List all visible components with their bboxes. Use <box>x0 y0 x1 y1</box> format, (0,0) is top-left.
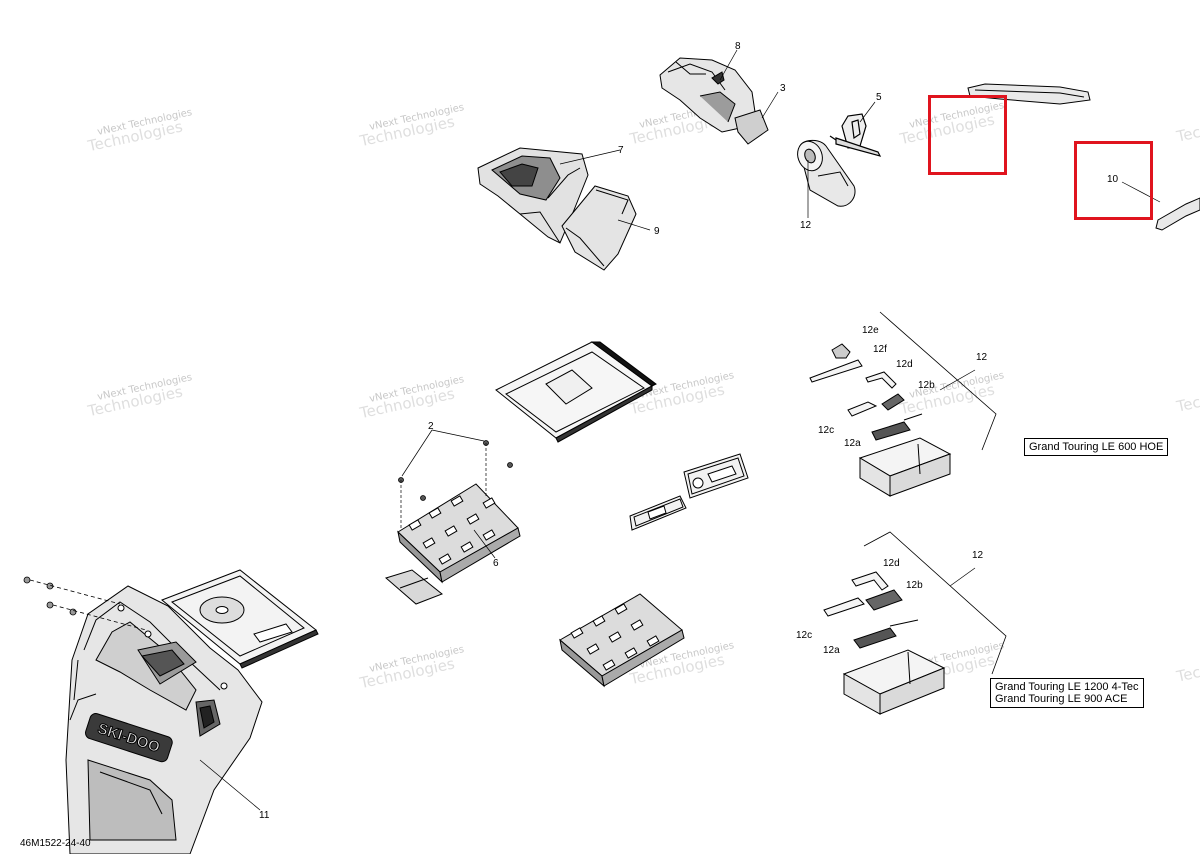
watermark: vNext Technologies Technologies <box>85 107 193 155</box>
footrest-lower[interactable] <box>559 593 685 688</box>
callout-12a-kit1: 12a <box>844 438 861 449</box>
callout-12: 12 <box>800 220 812 231</box>
nose-fasteners[interactable] <box>23 576 147 631</box>
watermark: Technologies <box>1174 648 1200 686</box>
part-12-tool-roll[interactable] <box>794 138 856 207</box>
watermark: Technologies <box>1174 378 1200 416</box>
diagram-reference-code: 46M1522-24-40 <box>20 838 91 849</box>
svg-text:Technologies: Technologies <box>1174 648 1200 686</box>
watermark: vNext Technologies Technologies <box>357 102 465 150</box>
callout-7: 7 <box>618 145 624 156</box>
svg-text:Technologies: Technologies <box>1174 378 1200 416</box>
callout-12b-kit1: 12b <box>918 380 935 391</box>
callouts: 8 3 5 7 9 12 10 2 6 11 12 12e 12f 12d 12… <box>259 41 1119 821</box>
watermark: Technologies <box>1174 108 1200 146</box>
part-11-front-nose[interactable]: SKI-DOO <box>65 585 263 854</box>
callout-12b-kit2: 12b <box>906 580 923 591</box>
watermark: vNext Technologies Technologies <box>897 370 1005 418</box>
part-5-hook[interactable] <box>829 113 882 157</box>
callout-10: 10 <box>1107 174 1119 185</box>
callout-12-kit2: 12 <box>972 550 984 561</box>
callout-12d-kit1: 12d <box>896 359 913 370</box>
callout-12-kit1: 12 <box>976 352 988 363</box>
callout-11: 11 <box>259 810 270 821</box>
callout-9: 9 <box>654 226 660 237</box>
part-2-screws[interactable] <box>398 440 513 501</box>
watermark: vNext Technologies Technologies <box>357 644 465 692</box>
highlight-box-part-10-top[interactable] <box>928 95 1007 175</box>
callout-12c-kit1: 12c <box>818 425 834 436</box>
watermark: vNext Technologies Technologies <box>85 372 193 420</box>
reflector-sticker[interactable] <box>384 569 443 605</box>
owner-manual[interactable] <box>161 569 319 669</box>
floor-mat[interactable] <box>495 341 657 443</box>
highlight-box-part-10[interactable] <box>1074 141 1153 220</box>
part-9-bin-cover[interactable] <box>561 185 637 271</box>
callout-12a-kit2: 12a <box>823 645 840 656</box>
toolkit-1200-frame <box>863 531 1007 675</box>
callout-2: 2 <box>428 421 434 432</box>
callout-8: 8 <box>735 41 741 52</box>
decal-pair[interactable] <box>629 453 749 531</box>
callout-12d-kit2: 12d <box>883 558 900 569</box>
toolkit-600-frame <box>879 311 997 451</box>
toolkit-1200-tools[interactable] <box>823 571 946 715</box>
part-6-footrest[interactable] <box>397 483 521 584</box>
model-label-600-hoe: Grand Touring LE 600 HOE <box>1024 438 1169 456</box>
leader-lines <box>199 49 1161 811</box>
part-3-label-plate[interactable] <box>734 109 769 145</box>
part-10-trim-side[interactable] <box>1155 197 1200 231</box>
model-label-1200-900: Grand Touring LE 1200 4-Tec Grand Tourin… <box>990 678 1144 708</box>
callout-12f: 12f <box>873 344 887 355</box>
callout-6: 6 <box>493 558 499 569</box>
part-7-storage-bin[interactable] <box>477 147 589 244</box>
callout-5: 5 <box>876 92 882 103</box>
callout-3: 3 <box>780 83 786 94</box>
toolkit-600-tools[interactable] <box>809 343 952 497</box>
callout-12c-kit2: 12c <box>796 630 812 641</box>
callout-12e: 12e <box>862 325 879 336</box>
svg-text:Technologies: Technologies <box>1174 108 1200 146</box>
watermark: vNext Technologies Technologies <box>357 374 465 422</box>
part-2-leader-lines <box>400 429 487 528</box>
